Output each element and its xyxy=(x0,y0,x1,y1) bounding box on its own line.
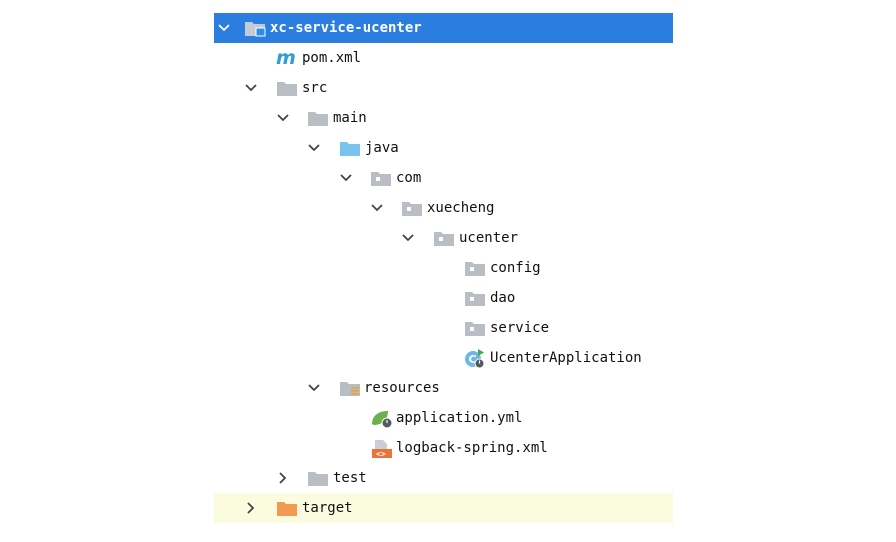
excluded-folder-icon xyxy=(276,499,298,517)
tree-item-label: xc-service-ucenter xyxy=(270,20,422,36)
tree-item-ucenter[interactable]: ucenter xyxy=(214,223,673,253)
chevron-down-icon[interactable] xyxy=(307,140,321,156)
tree-item-label: com xyxy=(396,170,422,186)
tree-item-label: target xyxy=(302,500,353,516)
tree-item-label: src xyxy=(302,80,328,96)
tree-item-java[interactable]: java xyxy=(214,133,673,163)
svg-text:m: m xyxy=(276,49,296,67)
maven-icon: m xyxy=(276,49,298,67)
tree-item-label: service xyxy=(490,320,550,336)
svg-text:<>: <> xyxy=(376,450,386,459)
tree-item-pom-xml[interactable]: m pom.xml xyxy=(214,43,673,73)
tree-item-label: resources xyxy=(364,380,440,396)
package-icon xyxy=(464,319,486,337)
chevron-down-icon[interactable] xyxy=(217,20,231,36)
chevron-down-icon[interactable] xyxy=(370,200,384,216)
tree-item-application-yml[interactable]: application.yml xyxy=(214,403,673,433)
spring-boot-class-icon: C xyxy=(464,349,486,369)
tree-item-label: dao xyxy=(490,290,516,306)
module-folder-icon xyxy=(244,19,266,37)
tree-item-label: main xyxy=(333,110,367,126)
chevron-down-icon[interactable] xyxy=(307,380,321,396)
tree-item-src[interactable]: src xyxy=(214,73,673,103)
tree-item-label: java xyxy=(365,140,399,156)
tree-item-label: config xyxy=(490,260,541,276)
chevron-right-icon[interactable] xyxy=(276,470,290,486)
tree-item-resources[interactable]: resources xyxy=(214,373,673,403)
package-icon xyxy=(401,199,423,217)
package-icon xyxy=(433,229,455,247)
tree-item-label: logback-spring.xml xyxy=(396,440,548,456)
tree-item-com[interactable]: com xyxy=(214,163,673,193)
resources-folder-icon xyxy=(339,379,361,397)
tree-item-dao[interactable]: dao xyxy=(214,283,673,313)
tree-item-main[interactable]: main xyxy=(214,103,673,133)
svg-text:C: C xyxy=(469,353,477,366)
tree-item-config[interactable]: config xyxy=(214,253,673,283)
source-folder-icon xyxy=(339,139,361,157)
package-icon xyxy=(464,289,486,307)
tree-item-xc-service-ucenter[interactable]: xc-service-ucenter xyxy=(214,13,673,43)
tree-item-label: test xyxy=(333,470,367,486)
chevron-down-icon[interactable] xyxy=(401,230,415,246)
folder-icon xyxy=(307,109,329,127)
tree-item-service[interactable]: service xyxy=(214,313,673,343)
tree-item-ucenter-application[interactable]: C UcenterApplication xyxy=(214,343,673,373)
chevron-down-icon[interactable] xyxy=(276,110,290,126)
tree-item-label: pom.xml xyxy=(302,50,362,66)
chevron-down-icon[interactable] xyxy=(339,170,353,186)
project-tree: xc-service-ucenter m pom.xml src main xyxy=(214,13,673,523)
chevron-down-icon[interactable] xyxy=(244,80,258,96)
chevron-right-icon[interactable] xyxy=(244,500,258,516)
tree-item-label: ucenter xyxy=(459,230,519,246)
xml-file-icon: <> xyxy=(370,439,392,459)
tree-item-target[interactable]: target xyxy=(214,493,673,523)
tree-item-test[interactable]: test xyxy=(214,463,673,493)
tree-item-label: UcenterApplication xyxy=(490,350,642,366)
tree-item-label: xuecheng xyxy=(427,200,495,216)
spring-leaf-icon xyxy=(370,409,393,429)
tree-item-logback-spring-xml[interactable]: <> logback-spring.xml xyxy=(214,433,673,463)
package-icon xyxy=(370,169,392,187)
folder-icon xyxy=(307,469,329,487)
folder-icon xyxy=(276,79,298,97)
tree-item-label: application.yml xyxy=(396,410,523,426)
tree-item-xuecheng[interactable]: xuecheng xyxy=(214,193,673,223)
package-icon xyxy=(464,259,486,277)
